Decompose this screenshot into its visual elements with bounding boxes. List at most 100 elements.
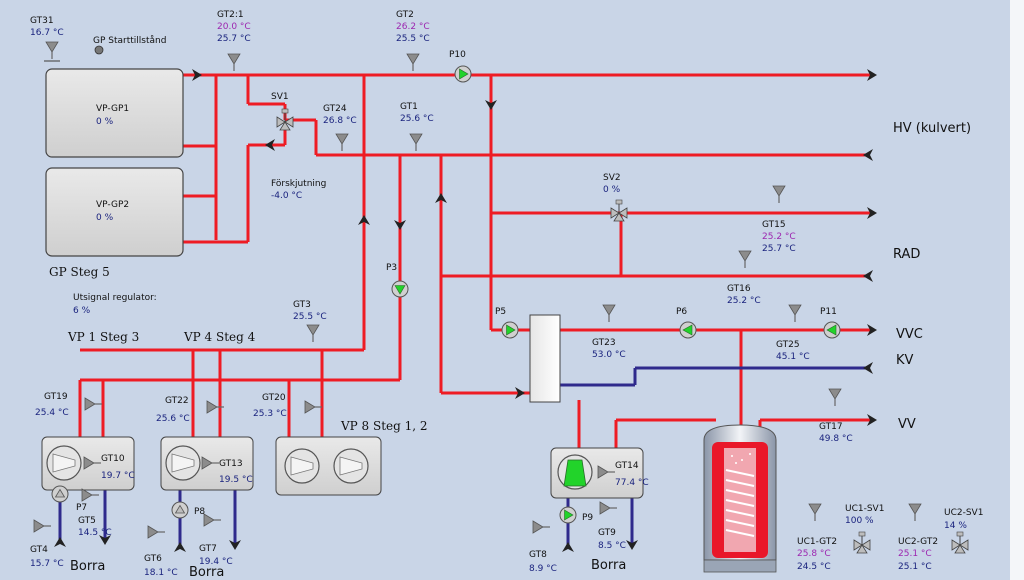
hot-water-tank[interactable] <box>703 424 777 573</box>
gt24-value: 26.8 °C <box>323 116 357 126</box>
gt2-value: 25.5 °C <box>396 34 430 44</box>
gt3-label: GT3 <box>293 300 311 310</box>
compressor-icon <box>333 448 369 484</box>
gt13-label: GT13 <box>219 459 243 469</box>
uc1-gt2-value: 24.5 °C <box>797 562 831 572</box>
right-margin <box>1010 0 1024 580</box>
pump-p5-icon[interactable] <box>501 321 519 339</box>
gt3-value: 25.5 °C <box>293 312 327 322</box>
p7-label: P7 <box>76 503 87 513</box>
gt19-value: 25.4 °C <box>35 408 69 418</box>
utsignal-label: Utsignal regulator: <box>73 293 157 303</box>
uc2-sv1-label: UC2-SV1 <box>944 508 983 518</box>
uc1-gt2-label: UC1-GT2 <box>797 537 837 547</box>
compressor-icon <box>165 445 201 481</box>
gt16-label: GT16 <box>727 284 751 294</box>
pump-p7-icon[interactable] <box>51 485 69 503</box>
gt20-label: GT20 <box>262 393 286 403</box>
gt24-label: GT24 <box>323 104 347 114</box>
p3-label: P3 <box>386 263 397 273</box>
uc1-sv1-value: 100 % <box>845 516 874 526</box>
gt2-1-value: 25.7 °C <box>217 34 251 44</box>
pump-p10-icon[interactable] <box>454 65 472 83</box>
hv-kulvert-label: HV (kulvert) <box>893 121 971 136</box>
gt8-label: GT8 <box>529 550 547 560</box>
gt5-label: GT5 <box>78 516 96 526</box>
vp8-steg12-label: VP 8 Steg 1, 2 <box>340 419 428 433</box>
vp-gp2-box[interactable] <box>45 167 184 257</box>
p9-label: P9 <box>582 513 593 523</box>
uc2-sv1-value: 14 % <box>944 521 967 531</box>
gt16-value: 25.2 °C <box>727 296 761 306</box>
vp1-steg3-label: VP 1 Steg 3 <box>67 330 139 344</box>
compressor-icon <box>284 448 320 484</box>
gp-compressor-running-icon <box>563 459 587 487</box>
gt25-value: 45.1 °C <box>776 352 810 362</box>
gt23-label: GT23 <box>592 338 616 348</box>
gt2-setpoint: 26.2 °C <box>396 22 430 32</box>
gt4-label: GT4 <box>30 545 48 555</box>
borra-3-label: Borra <box>591 558 626 573</box>
gt22-value: 25.6 °C <box>156 414 190 424</box>
vp-gp1-value: 0 % <box>96 117 114 127</box>
uc2-gt2-label: UC2-GT2 <box>898 537 938 547</box>
uc1-sv1-label: UC1-SV1 <box>845 504 884 514</box>
vvc-label: VVC <box>896 327 923 342</box>
gt6-label: GT6 <box>144 554 162 564</box>
gt9-label: GT9 <box>598 528 616 538</box>
gt14-label: GT14 <box>615 461 639 471</box>
gt4-value: 15.7 °C <box>30 559 64 569</box>
pump-p3-icon[interactable] <box>391 280 409 298</box>
gt6-value: 18.1 °C <box>144 568 178 578</box>
pump-p6-icon[interactable] <box>679 321 697 339</box>
sv1-label: SV1 <box>271 92 289 102</box>
gp-start-label: GP Starttillstånd <box>93 35 166 46</box>
gt14-value: 77.4 °C <box>615 478 649 488</box>
compressor-icon <box>46 445 82 481</box>
p8-label: P8 <box>194 507 205 517</box>
gt15-value: 25.7 °C <box>762 244 796 254</box>
gt2-1-setpoint: 20.0 °C <box>217 22 251 32</box>
gt10-label: GT10 <box>101 454 125 464</box>
gt19-label: GT19 <box>44 392 68 402</box>
p6-label: P6 <box>676 307 687 317</box>
gt10-value: 19.7 °C <box>101 471 135 481</box>
vp-gp2-value: 0 % <box>96 213 114 223</box>
gt17-value: 49.8 °C <box>819 434 853 444</box>
gt7-value: 19.4 °C <box>199 557 233 567</box>
sv2-label: SV2 <box>603 173 621 183</box>
forskjutning-label: Förskjutning <box>271 179 326 189</box>
gt2-1-label: GT2:1 <box>217 10 244 20</box>
pump-p11-icon[interactable] <box>823 321 841 339</box>
gt7-label: GT7 <box>199 544 217 554</box>
uc1-gt2-setpoint: 25.8 °C <box>797 549 831 559</box>
uc2-gt2-setpoint: 25.1 °C <box>898 549 932 559</box>
rad-label: RAD <box>893 247 920 262</box>
gt2-label: GT2 <box>396 10 414 20</box>
gt22-label: GT22 <box>165 396 189 406</box>
utsignal-value: 6 % <box>73 306 91 316</box>
gp-steg5-label: GP Steg 5 <box>49 265 110 279</box>
pump-p9-icon[interactable] <box>559 506 577 524</box>
gp-start-status-lamp <box>94 45 104 55</box>
vv-label: VV <box>898 417 916 432</box>
gt8-value: 8.9 °C <box>529 564 557 574</box>
sv2-value: 0 % <box>603 185 621 195</box>
gt9-value: 8.5 °C <box>598 541 626 551</box>
vp-gp1-box[interactable] <box>45 68 184 158</box>
heat-exchanger[interactable] <box>529 314 561 403</box>
gt25-label: GT25 <box>776 340 800 350</box>
pump-p8-icon[interactable] <box>171 501 189 519</box>
gt13-value: 19.5 °C <box>219 475 253 485</box>
uc2-gt2-value: 25.1 °C <box>898 562 932 572</box>
gt17-label: GT17 <box>819 422 843 432</box>
vp-gp1-label: VP-GP1 <box>96 104 129 114</box>
p5-label: P5 <box>495 307 506 317</box>
gt15-label: GT15 <box>762 220 786 230</box>
gt1-label: GT1 <box>400 102 418 112</box>
gt31-value: 16.7 °C <box>30 28 64 38</box>
forskjutning-value: -4.0 °C <box>271 191 302 201</box>
gt1-value: 25.6 °C <box>400 114 434 124</box>
gt5-value: 14.5 °C <box>78 528 112 538</box>
